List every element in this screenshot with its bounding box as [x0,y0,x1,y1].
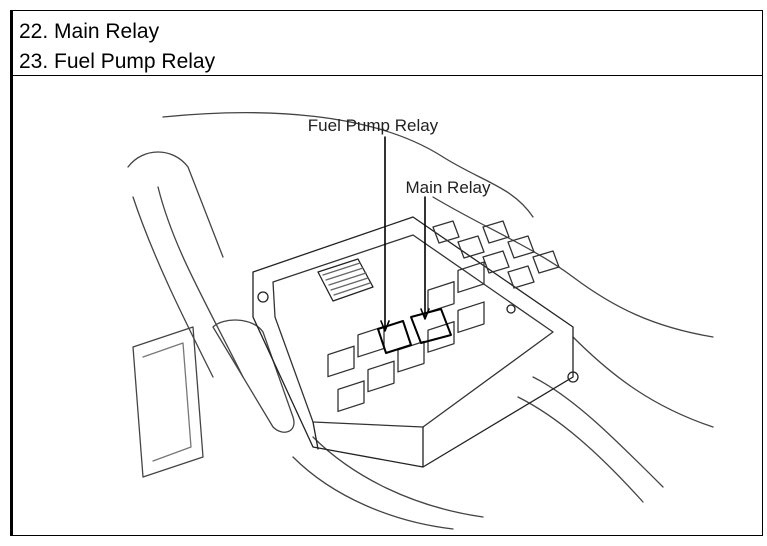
hose [212,319,295,433]
legend-header: 22. Main Relay 23. Fuel Pump Relay [13,11,762,76]
legend-item-fuel-pump-relay: 23. Fuel Pump Relay [19,50,216,73]
engine-bay-drawing: Fuel Pump Relay Main Relay [127,112,714,530]
strut-tower-right [157,186,244,378]
fuel-pump-relay-arrow [380,320,390,332]
wire-harness [532,376,664,488]
strut-tower-left [132,196,214,378]
lower-contour-2 [292,456,454,530]
hood-edge [127,151,224,258]
fuel-pump-relay-part [377,320,412,354]
bolt-mid [506,304,516,314]
lower-contour [312,436,484,518]
relay-box-rim [272,234,554,428]
main-relay-arrow [420,308,430,320]
bolt-right [567,371,579,383]
wire-harness-2 [517,396,644,503]
rear-contour [572,336,714,428]
fuse-module [317,258,374,302]
main-relay-part [410,308,452,344]
legend-item-main-relay: 22. Main Relay [19,20,160,43]
housing-edge [312,421,424,468]
relay-box-illustration: Fuel Pump Relay Main Relay [13,77,762,535]
relay-grid [327,261,485,413]
relay-box-housing [252,216,574,468]
diagram-frame: 22. Main Relay 23. Fuel Pump Relay [10,10,763,536]
fuel-pump-relay-callout: Fuel Pump Relay [308,116,439,135]
upper-relays [432,220,560,289]
cowl-line [432,196,714,338]
fuse-module-hatch [322,262,371,296]
fender-contour [162,112,534,218]
left-panel-inner [142,342,192,462]
main-relay-callout: Main Relay [405,178,491,197]
left-panel [132,326,204,478]
bolt-left [257,291,269,303]
